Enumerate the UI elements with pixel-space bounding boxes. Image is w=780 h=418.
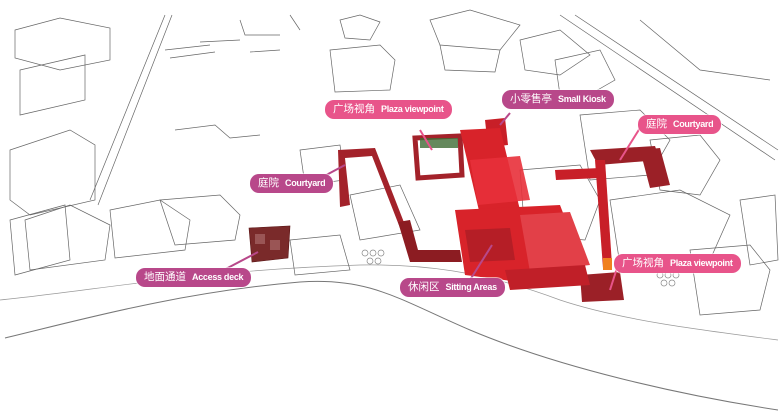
callout-zh: 小零售亭 bbox=[510, 93, 552, 105]
callout-access-deck: 地面通道 Access deck bbox=[136, 268, 252, 287]
callout-en: Plaza viewpoint bbox=[381, 104, 444, 114]
callout-zh: 庭院 bbox=[258, 177, 279, 189]
callout-zh: 地面通道 bbox=[144, 271, 186, 283]
callout-en: Courtyard bbox=[673, 119, 714, 129]
callout-en: Access deck bbox=[192, 272, 244, 282]
callout-en: Sitting Areas bbox=[445, 282, 498, 292]
callout-courtyard-left: 庭院 Courtyard bbox=[250, 174, 334, 193]
callout-plaza-viewpoint-top: 广场视角 Plaza viewpoint bbox=[325, 100, 452, 119]
callout-plaza-viewpoint-bottom: 广场视角 Plaza viewpoint bbox=[614, 254, 741, 273]
callout-zh: 广场视角 bbox=[333, 103, 375, 115]
red-structure bbox=[248, 118, 670, 302]
callout-en: Plaza viewpoint bbox=[670, 258, 733, 268]
callout-zh: 广场视角 bbox=[622, 257, 664, 269]
callout-en: Small Kiosk bbox=[558, 94, 606, 104]
callout-sitting-areas: 休闲区 Sitting Areas bbox=[400, 278, 505, 297]
callout-zh: 休闲区 bbox=[408, 281, 440, 293]
callout-en: Courtyard bbox=[285, 178, 326, 188]
callout-small-kiosk: 小零售亭 Small Kiosk bbox=[502, 90, 614, 109]
callout-zh: 庭院 bbox=[646, 118, 667, 130]
callout-courtyard-right: 庭院 Courtyard bbox=[638, 115, 722, 134]
